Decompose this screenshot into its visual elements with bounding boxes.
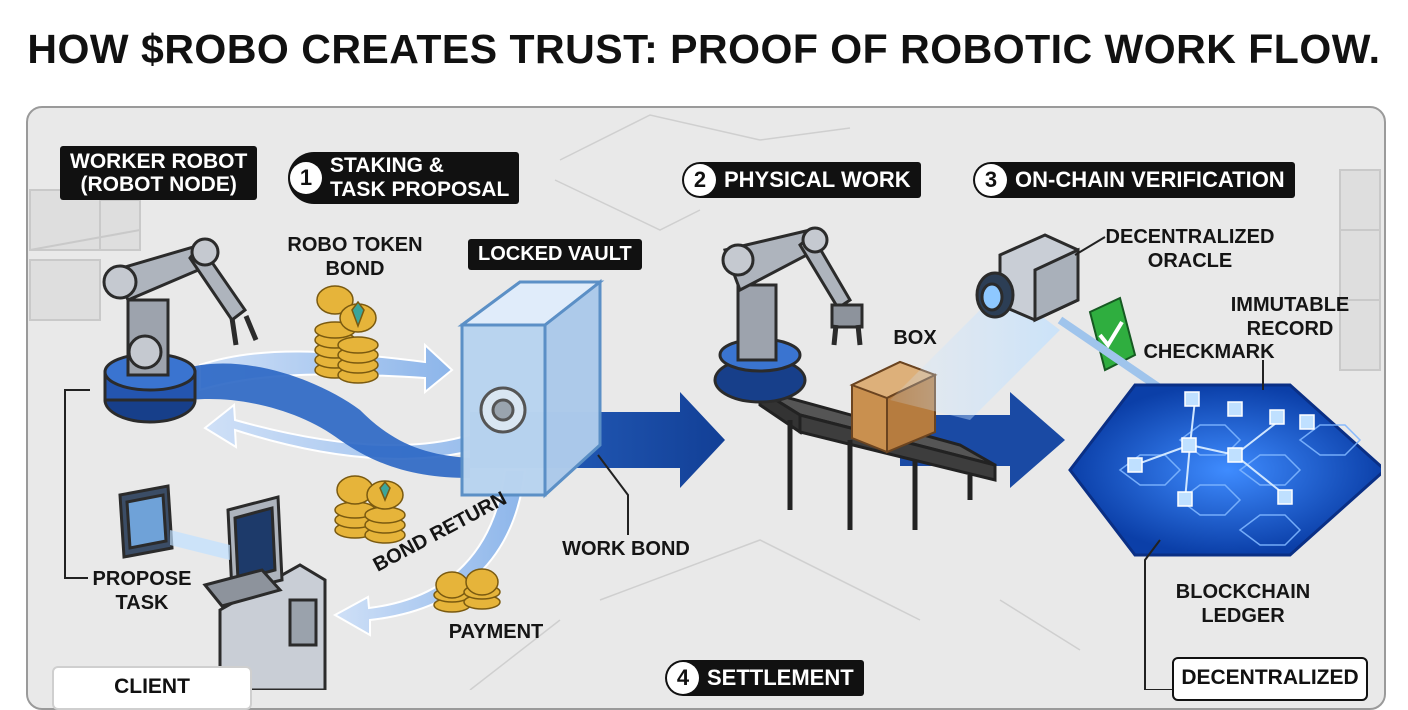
step-1-number: 1: [290, 162, 322, 194]
client-label: CLIENT: [52, 666, 252, 710]
checkmark-label: CHECKMARK: [1143, 341, 1275, 363]
tablet-to-terminal-beam: [170, 530, 230, 560]
step-1-staking-badge: 1 STAKING & TASK PROPOSAL: [288, 152, 520, 204]
worker-robot-label: WORKER ROBOT (ROBOT NODE): [60, 146, 258, 200]
work-bond-label: WORK BOND: [562, 538, 690, 560]
decentralized-oracle-camera-icon: [975, 233, 1080, 323]
step-4-settlement-badge: 4 SETTLEMENT: [665, 660, 864, 696]
step-3-verification-badge: 3 ON-CHAIN VERIFICATION: [973, 162, 1295, 198]
immutable-record-label: IMMUTABLE RECORD: [1230, 294, 1350, 340]
propose-task-label: PROPOSE TASK: [92, 568, 192, 614]
leader-lines: [64, 236, 1264, 690]
step-3-label: ON-CHAIN VERIFICATION: [1015, 167, 1285, 192]
client-terminal-icon: [202, 495, 327, 690]
step-4-label: SETTLEMENT: [707, 665, 854, 690]
payment-coins-icon: [433, 568, 501, 613]
step-1-label: STAKING & TASK PROPOSAL: [330, 154, 510, 201]
main-flow-arrow-1: [180, 363, 470, 478]
oracle-scan-beam: [890, 285, 1060, 420]
shelving-right: [1339, 169, 1381, 371]
checkmark-pointer: [1057, 316, 1173, 399]
step-2-number: 2: [684, 164, 716, 196]
bond-return-arrow: [203, 403, 542, 460]
physical-work-robot-arm-icon: [713, 226, 864, 404]
bond-return-coins-icon: [334, 475, 406, 544]
step-4-number: 4: [667, 662, 699, 694]
locked-vault-icon: [457, 278, 605, 499]
decentralized-bottom-label: DECENTRALIZED: [1172, 657, 1368, 701]
step-2-label: PHYSICAL WORK: [724, 167, 911, 192]
step-2-physical-work-badge: 2 PHYSICAL WORK: [682, 162, 921, 198]
worker-robot-arm-icon: [102, 237, 259, 424]
client-tablet-icon: [118, 484, 174, 559]
shelving-left: [29, 189, 141, 321]
payment-label: PAYMENT: [448, 621, 544, 643]
decentralized-oracle-label: DECENTRALIZED ORACLE: [1105, 226, 1275, 272]
robo-token-bond-label: ROBO TOKEN BOND: [287, 234, 423, 280]
step-3-number: 3: [975, 164, 1007, 196]
robo-token-bond-coins-icon: [314, 285, 379, 384]
floor-grid: [469, 114, 1081, 690]
box-label: BOX: [893, 327, 937, 349]
blockchain-ledger-icon: [1068, 383, 1381, 557]
diagram-illustration: [29, 114, 1381, 690]
page-title: HOW $ROBO CREATES TRUST: PROOF OF ROBOTI…: [27, 26, 1381, 72]
locked-vault-label: LOCKED VAULT: [468, 239, 642, 270]
blockchain-ledger-label: BLOCKCHAIN LEDGER: [1175, 581, 1311, 627]
